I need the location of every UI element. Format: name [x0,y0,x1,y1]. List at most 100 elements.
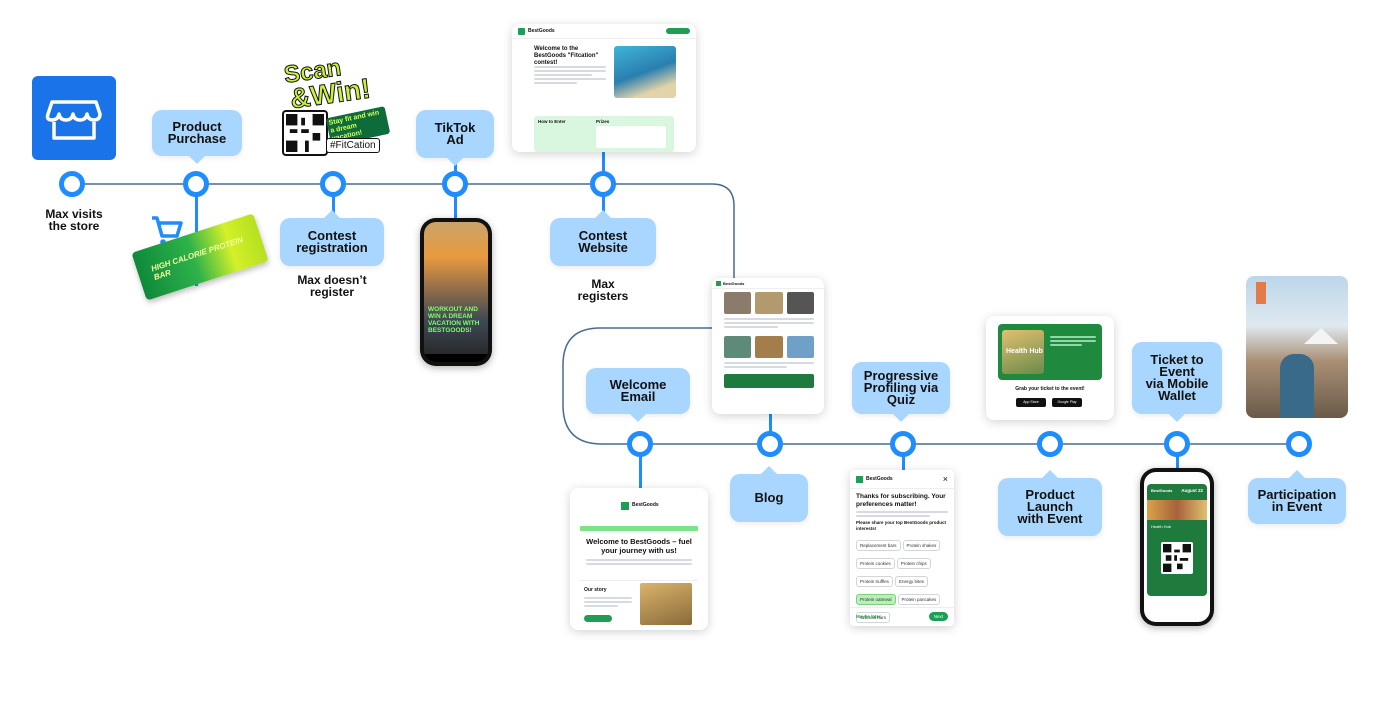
blog-thumb [724,336,752,358]
bubble-participation: Participation in Event [1248,470,1346,524]
quiz-modal: BestGoods × Thanks for subscribing. Your… [850,470,954,626]
node-blog [757,431,783,457]
quiz-logo [856,475,863,483]
quiz-title: Thanks for subscribing. Your preferences… [856,493,946,508]
email-green-strip [580,526,698,531]
email-article-image [640,583,692,625]
launch-hero: Health Hub [998,324,1102,380]
contest-site-prize-image [596,126,666,148]
stem-registration [332,196,335,218]
contest-site-header: BestGoods [512,24,696,39]
wallet-photo [1147,500,1207,520]
caption-store: Max visits the store [45,207,103,233]
close-icon[interactable]: × [942,474,948,484]
quiz-footer: Maybe later Next [850,607,954,626]
bubble-welcome-email: Welcome Email [586,368,690,422]
node-tiktok [442,171,468,197]
quiz-brand: BestGoods [866,476,893,482]
launch-event-name: Health Hub [1006,348,1043,355]
blog-header: BestGoods [712,278,824,289]
blog-banner [724,374,814,388]
quiz-option-chip[interactable]: Energy bites [894,576,928,587]
bubble-product-launch: Product Launch with Event [998,470,1102,536]
node-ticket [1164,431,1190,457]
event-tent [1304,328,1338,344]
blog-thumb [786,336,814,358]
blog-thumb [786,292,814,314]
blog-thumb [755,292,783,314]
contest-site-panel: How to Enter Prizes [534,116,674,152]
blog-grid [724,292,814,388]
stem-blog [769,414,772,432]
email-heading: Welcome to BestGoods – fuel your journey… [586,537,692,555]
contest-site-body [534,64,606,86]
bubble-contest-website: Contest Website [550,210,656,266]
quiz-option-chip[interactable]: Granola bars [856,612,891,623]
contest-site-headline: Welcome to the BestGoods "Fitcation" con… [534,46,599,66]
event-photo [1246,276,1348,418]
blog-card: BestGoods [712,278,824,414]
quiz-header: BestGoods × [850,470,954,489]
wallet-brand: BestGoods [1151,488,1173,493]
quiz-option-chip[interactable]: Protein cookies [856,558,895,569]
caption-registered: Max registers [577,277,629,303]
bubble-contest-registration: Contest registration [280,210,384,266]
wallet-event: Health Hub [1151,524,1172,529]
node-participation [1286,431,1312,457]
node-registration [320,171,346,197]
node-quiz [890,431,916,457]
quiz-option-chip[interactable]: Protein chips [896,558,931,569]
qr-code-icon [282,110,328,156]
node-purchase [183,171,209,197]
tiktok-phone: WORKOUT AND WIN A DREAM VACATION WITH BE… [420,218,492,366]
stem-tiktok [454,158,457,174]
blog-brand: BestGoods [723,280,745,286]
quiz-next-button[interactable]: Next [928,612,948,621]
bubble-ticket: Ticket to Event via Mobile Wallet [1132,342,1222,422]
node-welcome-email [627,431,653,457]
event-flag [1256,282,1266,304]
email-logo [621,502,629,510]
email-intro [586,559,692,565]
wallet-phone: BestGoods August 22 Health Hub [1140,468,1214,626]
quiz-option-chip[interactable]: Protein oatmeal [856,594,896,605]
launch-photo [1002,330,1044,374]
quiz-option-chip[interactable]: Protein pancakes [897,594,941,605]
maybe-later-link[interactable]: Maybe later [856,614,881,619]
contest-site-prizes: Prizes [596,119,610,124]
google-play-badge[interactable]: Google Play [1052,398,1082,407]
stem-contest-site-top [602,152,605,174]
tiktok-screen: WORKOUT AND WIN A DREAM VACATION WITH BE… [424,222,488,362]
quiz-option-chip[interactable]: Protein shakes [902,540,941,551]
stem-quiz [902,456,905,470]
launch-card: Health Hub Grab your ticket to the event… [986,316,1114,420]
bubble-blog: Blog [730,466,808,522]
email-article-title: Our story [584,587,607,593]
welcome-email-card: BestGoods Welcome to BestGoods – fuel yo… [570,488,708,630]
launch-cta: Grab your ticket to the event! [1015,386,1085,392]
contest-site-how-to-enter: How to Enter [538,119,566,124]
contest-site-hero-image [614,46,676,98]
wallet-screen: BestGoods August 22 Health Hub [1144,472,1210,622]
quiz-option-chip[interactable]: Replacement bars [856,540,901,551]
app-store-badge[interactable]: App Store [1016,398,1046,407]
bubble-tiktok-ad: TikTok Ad [416,110,494,166]
quiz-question: Please share your top BestGoods product … [856,520,947,531]
contest-site-logo [518,27,525,35]
contest-site-header-button[interactable] [666,28,690,34]
quiz-subtext [856,511,948,517]
contest-website-card: BestGoods Welcome to the BestGoods "Fitc… [512,24,696,152]
node-store [59,171,85,197]
node-contest-site [590,171,616,197]
node-launch [1037,431,1063,457]
blog-logo [716,280,721,286]
quiz-option-chip[interactable]: Protein truffles [856,576,893,587]
bubble-product-purchase: Product Purchase [152,110,242,164]
event-person [1280,354,1314,418]
email-read-more-button[interactable] [584,615,612,622]
scan-win-sticker: Scan &Win! Stay fit and win a dream vaca… [278,54,391,156]
blog-thumb [724,292,752,314]
stem-tiktok-phone [454,196,457,218]
tiktok-overlay-text: WORKOUT AND WIN A DREAM VACATION WITH BE… [428,306,480,334]
